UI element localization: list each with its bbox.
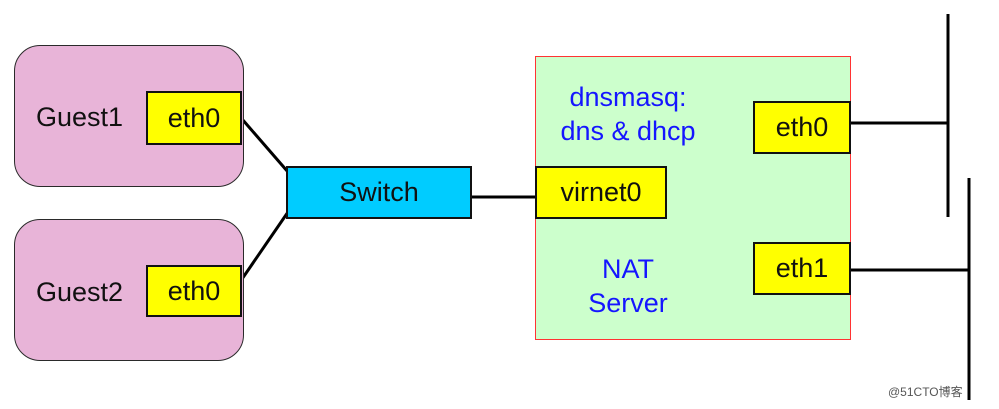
link-guest2-switch (240, 211, 290, 280)
guest1-eth0-port: eth0 (146, 91, 242, 145)
server-name-line-1: NAT (602, 254, 654, 284)
server-service-label: dnsmasq: dns & dhcp (540, 80, 716, 148)
watermark-text: @51CTO博客 (888, 385, 963, 399)
server-eth1-port: eth1 (753, 242, 851, 295)
server-eth0-port: eth0 (753, 101, 851, 154)
service-line-2: dns & dhcp (560, 116, 696, 146)
server-name-line-2: Server (588, 288, 668, 318)
virnet0-port: virnet0 (535, 166, 667, 219)
server-name-label: NAT Server (555, 252, 701, 320)
service-line-1: dnsmasq: (569, 82, 687, 112)
link-guest1-switch (240, 118, 290, 173)
guest1-label: Guest1 (36, 102, 124, 132)
switch-box: Switch (286, 166, 472, 219)
guest2-label: Guest2 (36, 277, 124, 307)
guest2-eth0-port: eth0 (146, 265, 242, 317)
